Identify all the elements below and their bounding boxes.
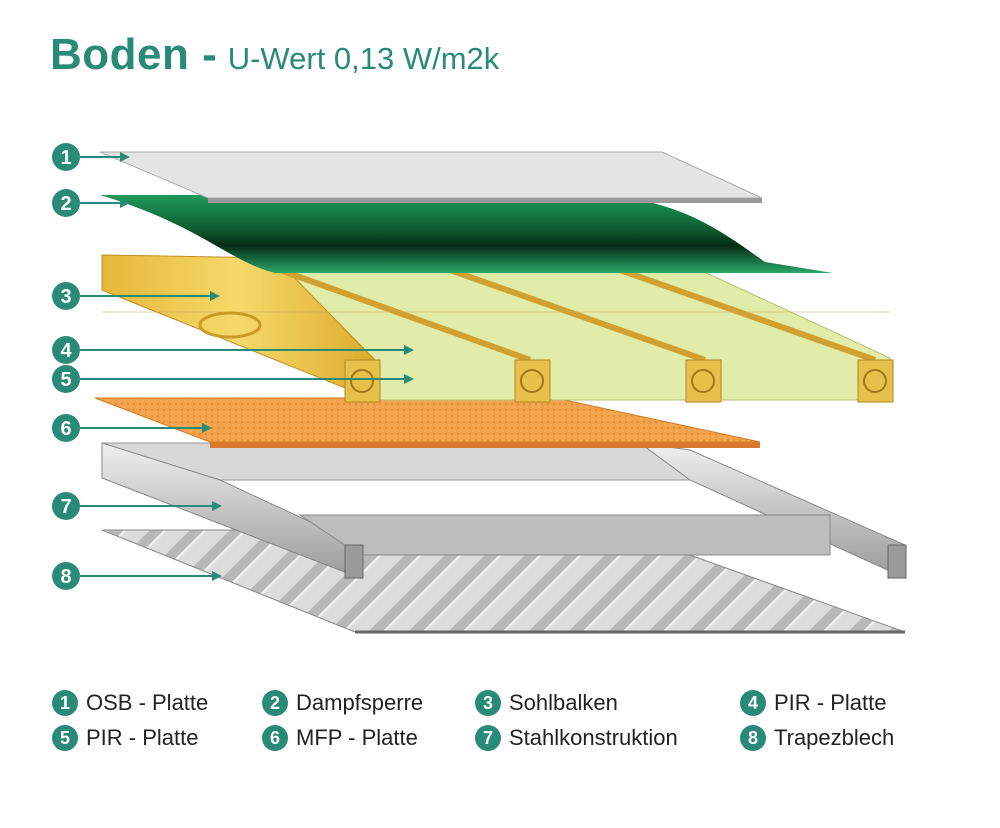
legend-item-7: 7 Stahlkonstruktion — [475, 725, 678, 751]
callout-arrowhead-2 — [120, 198, 130, 208]
legend-label: Dampfsperre — [296, 690, 424, 715]
callout-number-2: 2 — [60, 193, 71, 215]
callout-badge-5 — [52, 365, 80, 393]
callout-arrowhead-5 — [404, 374, 414, 384]
callout-badge-6 — [52, 414, 80, 442]
title-uvalue: U-Wert 0,13 W/m2k — [227, 41, 500, 76]
legend-item-4: 4 PIR - Platte — [740, 690, 886, 716]
page-title: Boden - U-Wert 0,13 W/m2k — [50, 30, 499, 80]
legend-badge: 4 — [740, 690, 766, 716]
legend-label: Sohlbalken — [509, 690, 618, 715]
legend-item-1: 1 OSB - Platte — [52, 690, 208, 716]
legend-label: Stahlkonstruktion — [509, 725, 678, 750]
callout-badge-3 — [52, 282, 80, 310]
callout-badge-4 — [52, 336, 80, 364]
legend-badge: 5 — [52, 725, 78, 751]
callout-number-1: 1 — [60, 147, 71, 169]
callout-number-3: 3 — [60, 286, 71, 308]
callout-number-4: 4 — [60, 340, 72, 362]
callout-badge-1 — [52, 143, 80, 171]
callout-number-5: 5 — [60, 369, 71, 391]
callout-badge-8 — [52, 562, 80, 590]
callout-number-8: 8 — [60, 566, 71, 588]
legend-badge: 1 — [52, 690, 78, 716]
callout-arrowhead-4 — [404, 345, 414, 355]
sohlbalken-layer — [101, 254, 894, 403]
legend-label: Trapezblech — [774, 725, 895, 750]
legend-badge: 2 — [262, 690, 288, 716]
mfp-platte-layer — [94, 397, 761, 448]
callouts: 1 2 3 4 5 6 7 8 — [52, 143, 414, 590]
callout-arrowhead-3 — [210, 291, 220, 301]
legend-label: PIR - Platte — [86, 725, 199, 750]
callout-arrowhead-6 — [202, 423, 212, 433]
callout-number-6: 6 — [60, 418, 71, 440]
legend-badge: 3 — [475, 690, 501, 716]
callout-badge-7 — [52, 492, 80, 520]
legend-item-8: 8 Trapezblech — [740, 725, 894, 751]
callout-badge-2 — [52, 189, 80, 217]
legend-label: MFP - Platte — [296, 725, 418, 750]
callout-arrowhead-8 — [212, 571, 222, 581]
title-main: Boden - — [50, 30, 218, 79]
legend-label: PIR - Platte — [774, 690, 887, 715]
legend-badge: 7 — [475, 725, 501, 751]
dampfsperre-layer — [100, 195, 833, 273]
legend-item-3: 3 Sohlbalken — [475, 690, 618, 716]
osb-platte-layer — [99, 151, 763, 203]
legend-item-6: 6 MFP - Platte — [262, 725, 418, 751]
legend-label: OSB - Platte — [86, 690, 209, 715]
legend-badge: 8 — [740, 725, 766, 751]
legend-item-5: 5 PIR - Platte — [52, 725, 198, 751]
callout-arrowhead-1 — [120, 152, 130, 162]
legend-badge: 6 — [262, 725, 288, 751]
callout-arrowhead-7 — [212, 501, 222, 511]
legend-item-2: 2 Dampfsperre — [262, 690, 423, 716]
callout-number-7: 7 — [60, 496, 71, 518]
